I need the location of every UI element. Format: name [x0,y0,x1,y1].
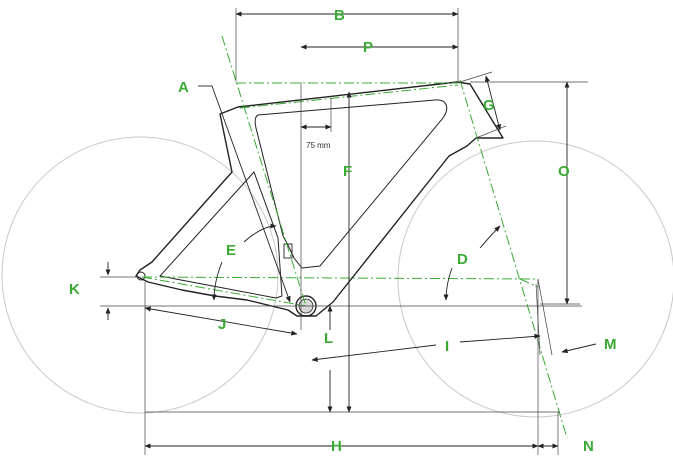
label-f: F [343,163,352,180]
label-d: D [457,251,468,268]
head-tube-axis [459,79,568,439]
note-75mm: 75 mm [306,141,331,150]
label-e: E [226,242,236,259]
rear-wheel [1,136,279,414]
dim-e-arc-top [243,223,277,243]
label-p: P [363,39,373,56]
ext-m-left [535,283,541,356]
dim-m [561,343,597,354]
dim-e-arc-bottom [211,261,223,301]
fork-rake-axis [519,278,539,288]
wheelbase-axis [141,276,539,280]
label-m: M [604,336,617,353]
label-k: K [69,281,80,298]
dim-d-arc-bottom [443,267,453,301]
dim-a [211,85,291,303]
dim-j [144,306,298,336]
label-i: I [445,338,449,355]
dim-d-arc-top [479,225,501,249]
front-wheel [397,140,673,418]
derailleur-hanger [283,243,293,259]
label-b: B [334,7,345,24]
dim-g [484,75,502,131]
label-o: O [558,163,570,180]
seat-tube-axis [221,35,307,307]
chainstay-axis [141,276,307,307]
label-g: G [483,97,495,114]
rear-dropout [136,271,146,281]
frame-main-triangle [254,99,448,269]
ext-m-right [537,278,553,356]
label-a: A [178,79,189,96]
label-j: J [218,316,226,333]
dim-i-left [311,344,437,362]
label-l: L [324,330,333,347]
ext-g-top [459,71,493,83]
label-n: N [583,438,594,455]
frame-rear-triangle [159,171,283,299]
dim-i-right [459,333,541,343]
label-h: H [331,438,342,455]
